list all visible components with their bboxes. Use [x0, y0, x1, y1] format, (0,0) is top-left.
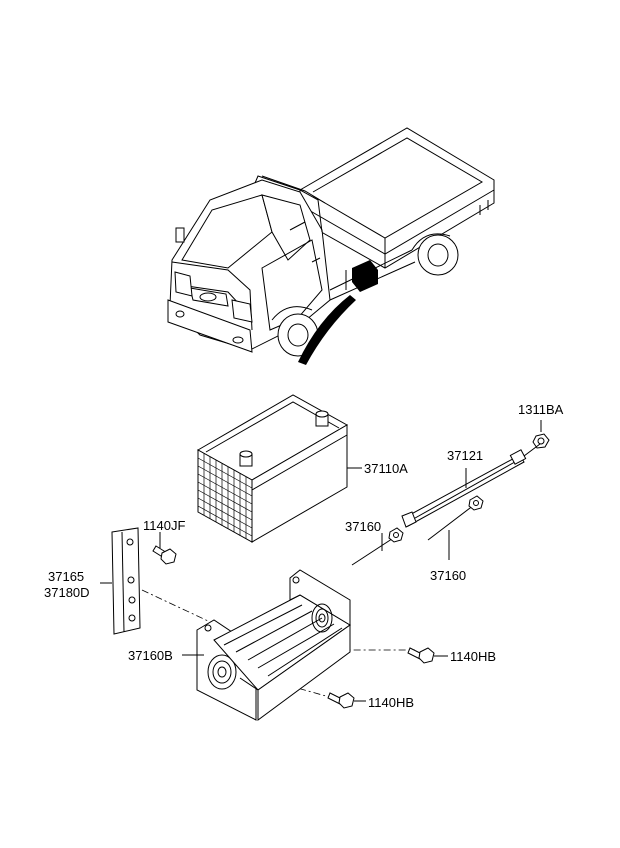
label-37160-left: 37160: [345, 519, 381, 534]
label-37180D: 37180D: [44, 585, 90, 600]
label-1140JF: 1140JF: [143, 518, 185, 533]
label-1311BA: 1311BA: [518, 402, 564, 417]
battery-grid: [197, 453, 253, 539]
truck-illustration: [167, 127, 495, 365]
nut-rod-left: [388, 527, 404, 543]
label-37165: 37165: [48, 569, 84, 584]
nut-1311BA: [532, 433, 550, 449]
label-1140HB-right: 1140HB: [450, 649, 496, 664]
bracket-37165: [111, 527, 141, 635]
bolt-1140HB-bottom: [327, 692, 355, 709]
label-37110A: 37110A: [364, 461, 408, 476]
hold-down-rod-assembly: [351, 449, 527, 566]
battery: [196, 394, 349, 543]
nut-rod-right: [468, 495, 484, 511]
battery-tray: [196, 569, 351, 721]
bolt-1140JF: [152, 545, 177, 565]
label-37160-right: 37160: [430, 568, 466, 583]
label-37160B: 37160B: [128, 648, 173, 663]
label-37121: 37121: [447, 448, 483, 463]
bolt-1140HB-right: [407, 647, 435, 664]
label-1140HB-bottom: 1140HB: [368, 695, 414, 710]
